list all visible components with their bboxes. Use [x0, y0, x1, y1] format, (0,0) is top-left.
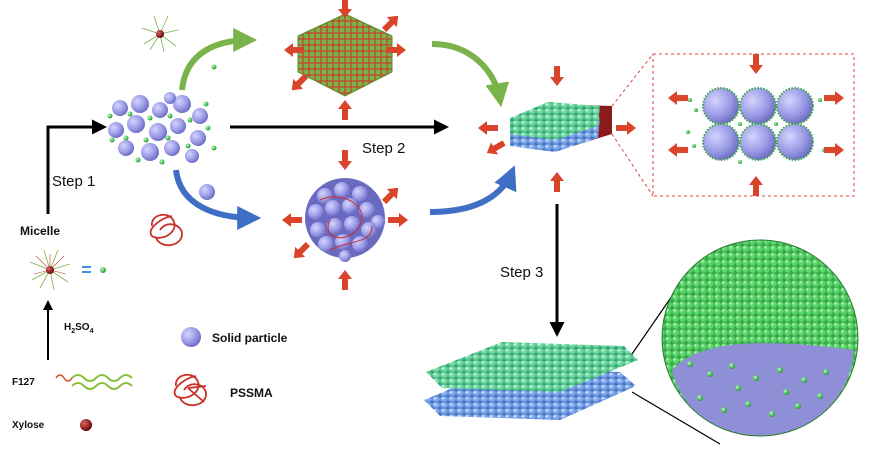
h2so4-h: H: [64, 322, 72, 333]
layered-plate: [478, 66, 636, 192]
zoom-line-top: [611, 53, 654, 107]
h2so4-sub-4: 4: [89, 328, 94, 335]
particle-micelle-cluster: [107, 92, 217, 165]
micelle-dot: [100, 267, 106, 273]
xylose-bead: [80, 419, 92, 431]
free-micelle-dot: [211, 64, 217, 70]
zoom-particles: [668, 54, 844, 196]
single-solid-particle: [199, 184, 215, 200]
step1-arrow: [46, 119, 107, 214]
h2so4-so: SO: [75, 322, 90, 333]
micelle-detail-icon: [141, 15, 179, 53]
blue-cycle-arrow-left: [173, 169, 262, 230]
h2so4-sub-2: 2: [71, 328, 76, 335]
equals-sign-bar-top: [82, 266, 91, 268]
bilayer-sheets: [424, 342, 638, 420]
h2so4-label: H2SO4: [64, 322, 94, 335]
particle-aggregate-sphere: [282, 150, 408, 290]
zoom-line-bottom: [611, 133, 654, 197]
solid-particle-label: Solid particle: [212, 331, 288, 345]
step2-label: Step 2: [362, 140, 406, 157]
pssma-knot: [149, 213, 183, 247]
zoom-connector-bottom: [631, 391, 721, 445]
xylose-label: Xylose: [12, 420, 45, 431]
green-cycle-arrow-left: [179, 28, 258, 91]
pssma-legend-icon: [173, 373, 207, 407]
equals-sign-bar-bottom: [82, 271, 91, 273]
step3-label: Step 3: [500, 264, 544, 281]
zoom-connector-top: [631, 295, 673, 355]
micelle-icon: [29, 249, 71, 291]
micelle-lattice-hexagon: [284, 0, 406, 120]
f127-label: F127: [12, 377, 35, 388]
blue-cycle-arrow-right: [429, 165, 517, 215]
pssma-label: PSSMA: [230, 386, 273, 400]
magnified-sphere: [661, 239, 859, 437]
solid-particle-legend-icon: [181, 327, 201, 347]
f127-polymer: [55, 374, 133, 390]
micelle-label: Micelle: [20, 224, 61, 238]
green-cycle-arrow-right: [431, 41, 510, 108]
zoom-box: [652, 53, 855, 197]
step1-label: Step 1: [52, 173, 96, 190]
